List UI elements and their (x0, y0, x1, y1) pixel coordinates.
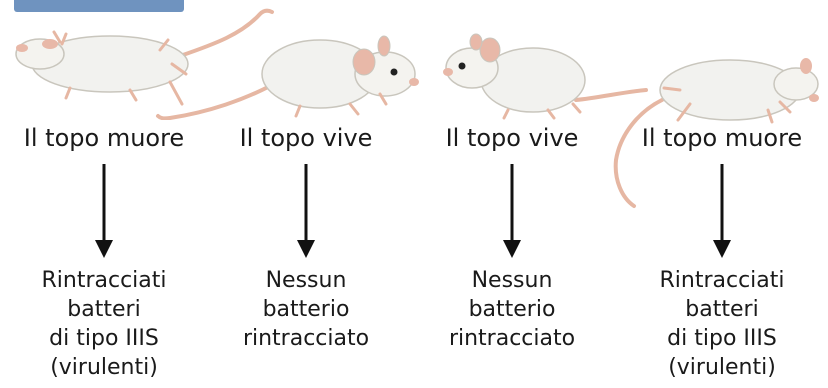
result-text: Rintracciati batteri di tipo IIIS (virul… (622, 266, 822, 382)
column-3: Il topo vive Nessun batterio rintracciat… (412, 0, 612, 388)
down-arrow (622, 164, 822, 260)
down-arrow (412, 164, 612, 260)
result-text: Rintracciati batteri di tipo IIIS (virul… (4, 266, 204, 382)
status-label: Il topo vive (206, 124, 406, 152)
status-label: Il topo muore (4, 124, 204, 152)
result-text: Nessun batterio rintracciato (206, 266, 406, 353)
column-2: Il topo vive Nessun batterio rintracciat… (206, 0, 406, 388)
down-arrow (206, 164, 406, 260)
down-arrow (4, 164, 204, 260)
status-label: Il topo muore (622, 124, 822, 152)
status-label: Il topo vive (412, 124, 612, 152)
result-text: Nessun batterio rintracciato (412, 266, 612, 353)
column-4: Il topo muore Rintracciati batteri di ti… (622, 0, 822, 388)
column-1: Il topo muore Rintracciati batteri di ti… (4, 0, 204, 388)
